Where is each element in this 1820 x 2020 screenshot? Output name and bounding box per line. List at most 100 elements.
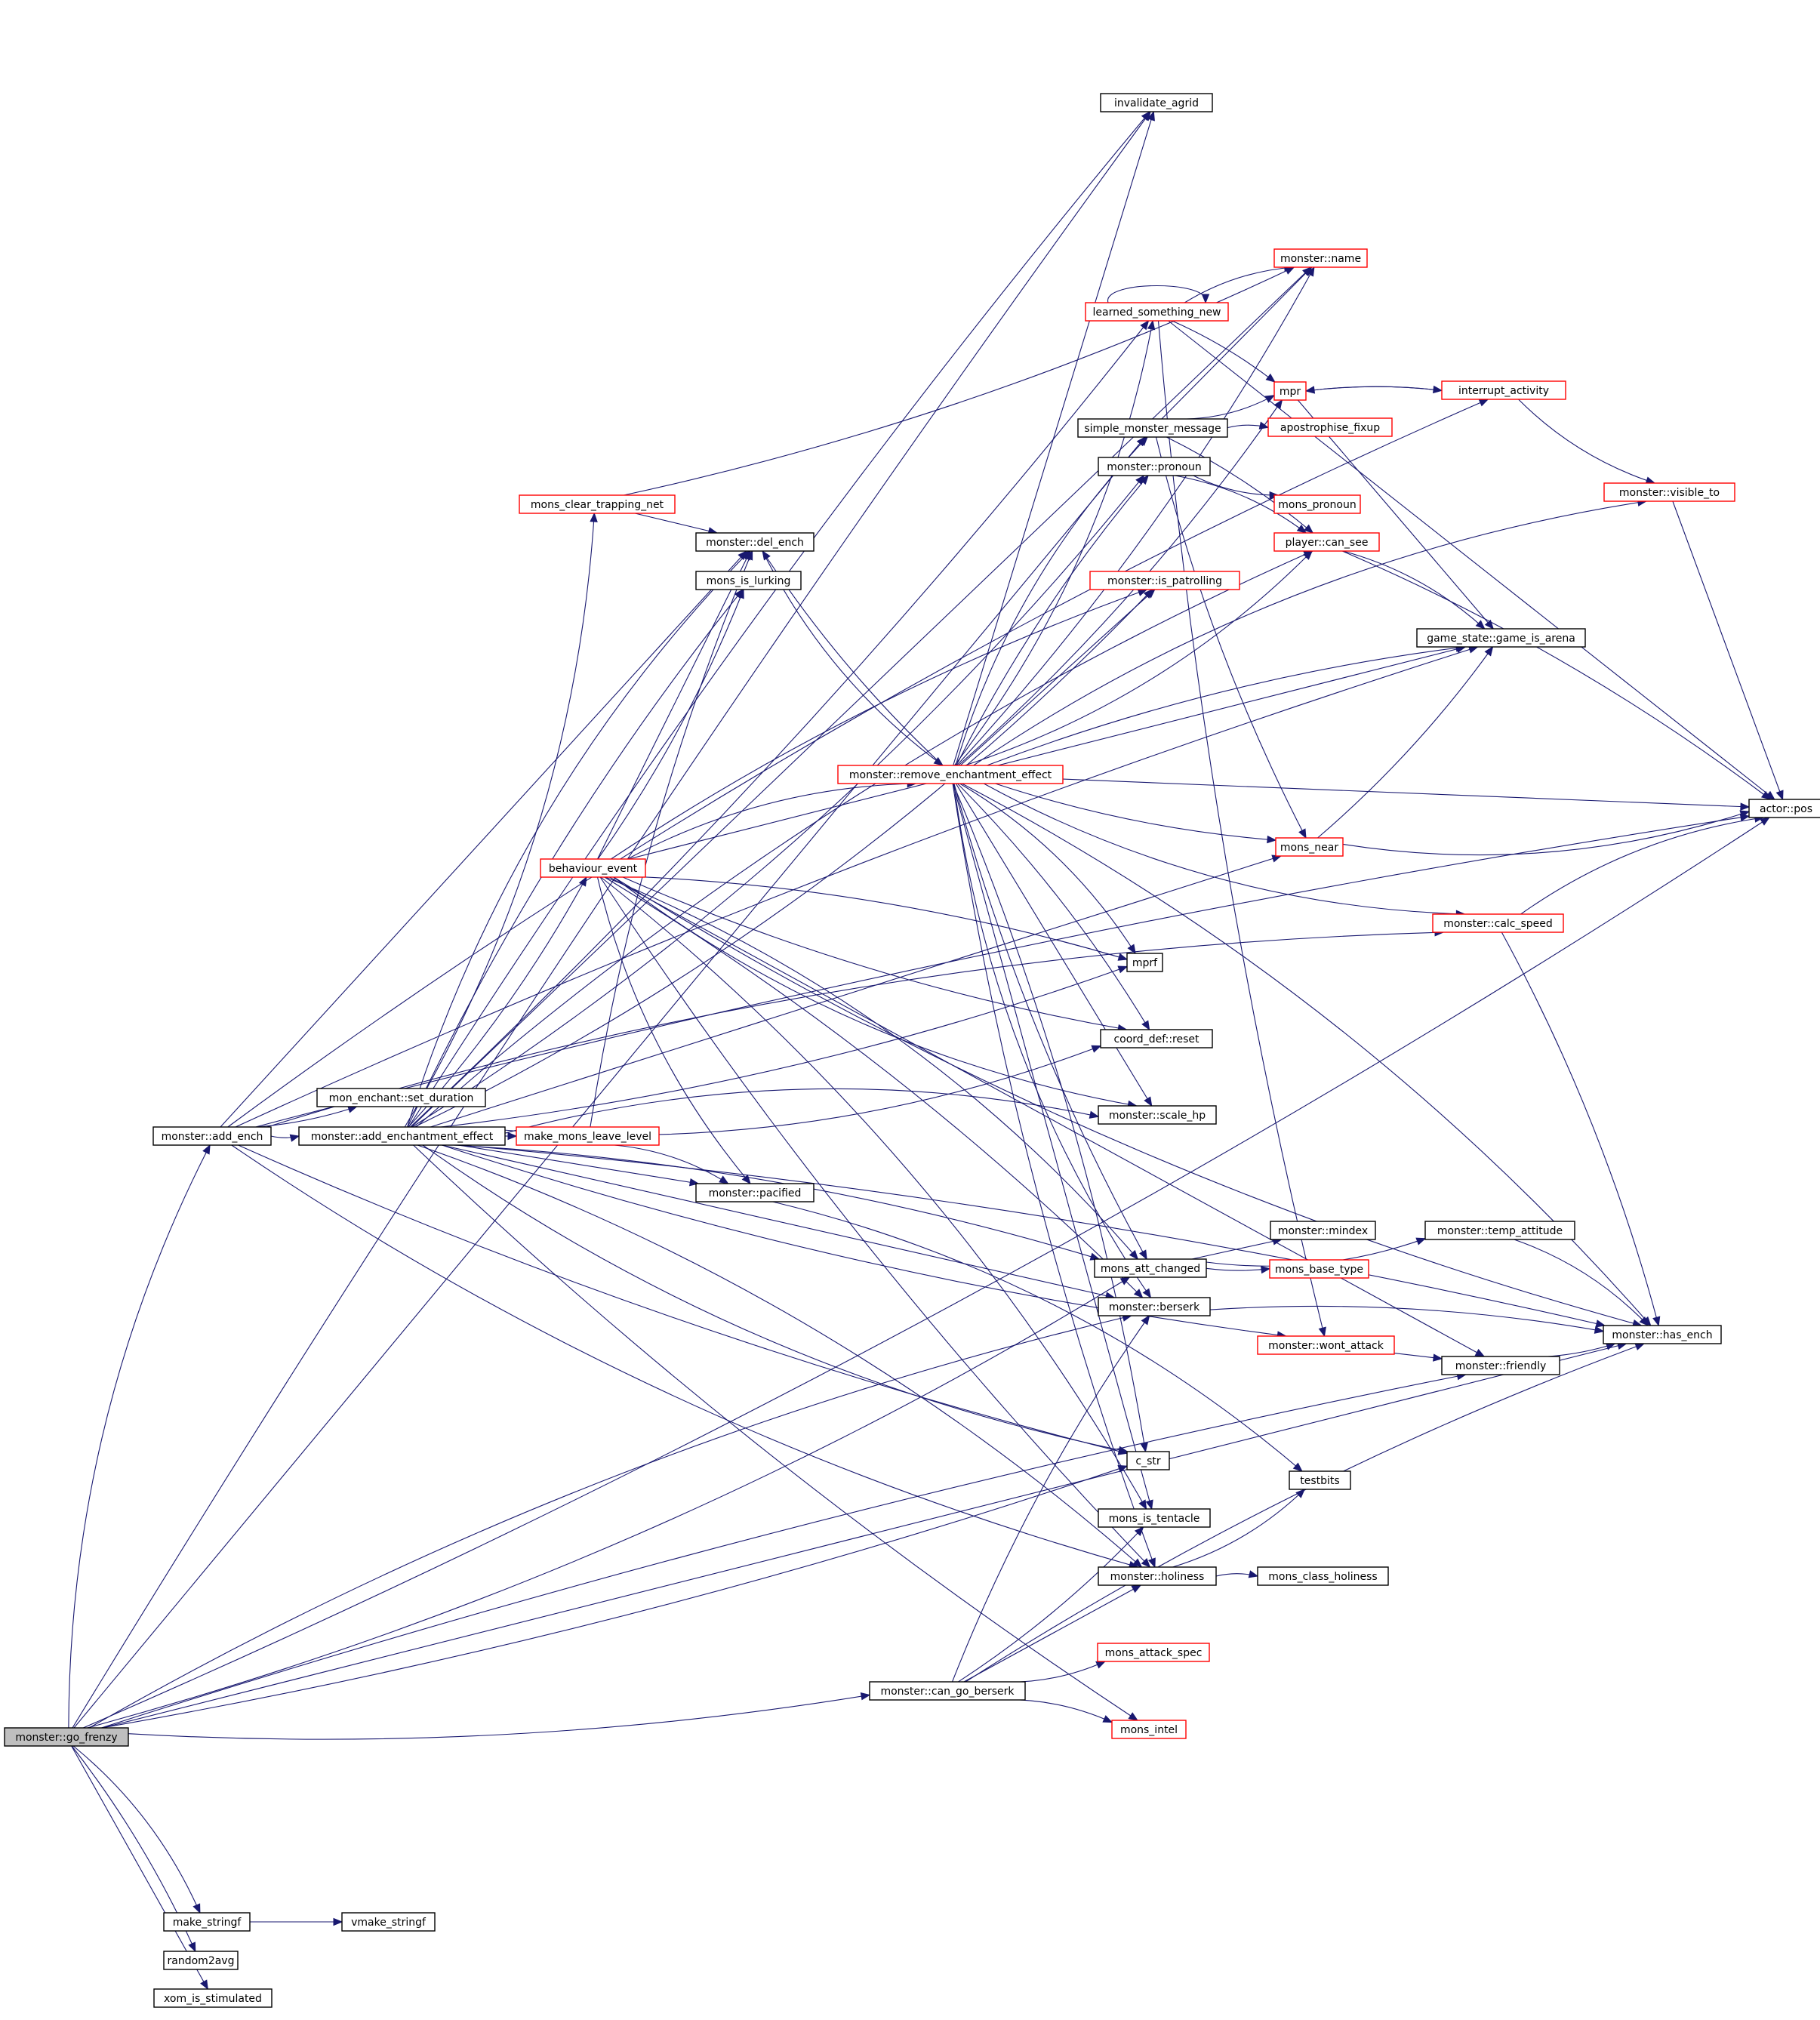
- node-mons-att-changed[interactable]: mons_att_changed: [1094, 1258, 1207, 1278]
- node-label: monster::pronoun: [1107, 461, 1202, 473]
- node-holiness[interactable]: monster::holiness: [1098, 1566, 1217, 1586]
- node-mprf[interactable]: mprf: [1126, 953, 1163, 972]
- call-edge-add_ench-to-c_str: [238, 1144, 1129, 1455]
- node-label: mons_class_holiness: [1268, 1571, 1377, 1583]
- call-edge-behaviour_event-to-pacified: [596, 876, 751, 1185]
- call-edge-add_enchantment_effect-to-invalidate_agrid: [408, 110, 1151, 1128]
- call-edge-learned_something_new-to-monster_name: [1184, 263, 1295, 303]
- node-monster-name[interactable]: monster::name: [1273, 248, 1368, 268]
- node-can-go-berserk[interactable]: monster::can_go_berserk: [869, 1681, 1026, 1701]
- node-mons-is-lurking[interactable]: mons_is_lurking: [695, 571, 802, 590]
- node-mons-pronoun[interactable]: mons_pronoun: [1273, 494, 1361, 514]
- call-edge-add_enchantment_effect-to-make_mons_leave_level: [505, 1132, 518, 1141]
- node-label: mons_pronoun: [1278, 499, 1356, 511]
- node-label: coord_def::reset: [1113, 1033, 1199, 1045]
- node-friendly[interactable]: monster::friendly: [1441, 1356, 1560, 1375]
- node-wont-attack[interactable]: monster::wont_attack: [1257, 1335, 1395, 1355]
- call-edge-add_enchantment_effect-to-mprf: [440, 965, 1129, 1128]
- call-edge-mpr-to-interrupt_activity: [1305, 385, 1443, 394]
- node-coord-reset[interactable]: coord_def::reset: [1100, 1029, 1213, 1048]
- node-game-is-arena[interactable]: game_state::game_is_arena: [1416, 628, 1586, 648]
- node-label: mpr: [1280, 386, 1301, 398]
- node-visible-to[interactable]: monster::visible_to: [1603, 482, 1735, 502]
- node-invalidate-agrid[interactable]: invalidate_agrid: [1100, 93, 1213, 112]
- call-edge-go_frenzy-to-friendly: [101, 1372, 1467, 1729]
- node-vmake-stringf[interactable]: vmake_stringf: [341, 1912, 436, 1932]
- node-actor-pos[interactable]: actor::pos: [1748, 799, 1820, 818]
- node-label: random2avg: [168, 1955, 235, 1967]
- call-edge-remove_enchantment_effect-to-mprf: [959, 783, 1136, 955]
- call-edge-holiness-to-mons_class_holiness: [1215, 1570, 1259, 1578]
- node-apostrophise-fixup[interactable]: apostrophise_fixup: [1267, 417, 1393, 437]
- node-simple-monster-message[interactable]: simple_monster_message: [1077, 418, 1228, 438]
- node-label: monster::visible_to: [1619, 487, 1720, 499]
- call-edge-can_go_berserk-to-berserk: [951, 1314, 1150, 1683]
- call-edge-add_ench-to-holiness: [231, 1144, 1139, 1569]
- call-edge-add_ench-to-actor_pos: [255, 813, 1751, 1128]
- call-edge-remove_enchantment_effect-to-invalidate_agrid: [953, 110, 1155, 766]
- call-edge-add_enchantment_effect-to-mons_near: [430, 854, 1283, 1128]
- node-testbits[interactable]: testbits: [1289, 1470, 1351, 1490]
- call-edge-add_enchantment_effect-to-scale_hp: [504, 1088, 1100, 1134]
- node-label: monster::has_ench: [1612, 1329, 1712, 1341]
- call-edge-behaviour_event-to-mprf: [645, 876, 1129, 961]
- call-edge-add_enchantment_effect-to-is_patrolling: [414, 589, 1153, 1128]
- call-edge-add_enchantment_effect-to-learned_something_new: [410, 319, 1150, 1128]
- node-label: monster::pacified: [709, 1187, 802, 1199]
- call-edge-wont_attack-to-friendly: [1393, 1353, 1443, 1362]
- node-has-ench[interactable]: monster::has_ench: [1603, 1325, 1722, 1344]
- call-edge-interrupt_activity-to-mpr: [1304, 386, 1443, 394]
- call-edge-behaviour_event-to-del_ench: [597, 550, 751, 860]
- call-edge-remove_enchantment_effect-to-mons_near: [995, 783, 1277, 844]
- node-mons-class-holiness[interactable]: mons_class_holiness: [1257, 1566, 1389, 1586]
- node-add-ench[interactable]: monster::add_ench: [152, 1126, 272, 1146]
- call-edge-learned_something_new-to-mpr: [1172, 320, 1276, 383]
- node-mons-is-tentacle[interactable]: mons_is_tentacle: [1098, 1508, 1211, 1528]
- node-c-str[interactable]: c_str: [1126, 1451, 1170, 1470]
- node-calc-speed[interactable]: monster::calc_speed: [1432, 913, 1564, 933]
- call-edge-simple_monster_message-to-mons_near: [1155, 436, 1307, 839]
- call-edge-remove_enchantment_effect-to-c_str: [952, 783, 1148, 1453]
- node-player-can-see[interactable]: player::can_see: [1273, 532, 1380, 552]
- node-mindex[interactable]: monster::mindex: [1270, 1221, 1376, 1240]
- node-mpr[interactable]: mpr: [1273, 381, 1307, 401]
- node-mons-near[interactable]: mons_near: [1275, 837, 1344, 857]
- function-nodes: monster::go_frenzy monster::add_ench mon_e…: [4, 93, 1820, 2008]
- call-edge-player_can_see-to-actor_pos: [1341, 550, 1772, 800]
- call-edge-can_go_berserk-to-mons_attack_spec: [996, 1661, 1107, 1683]
- node-is-patrolling[interactable]: monster::is_patrolling: [1089, 571, 1240, 590]
- node-xom-is-stimulated[interactable]: xom_is_stimulated: [153, 1988, 273, 2008]
- node-del-ench[interactable]: monster::del_ench: [695, 532, 815, 552]
- call-edge-remove_enchantment_effect-to-is_patrolling: [959, 589, 1156, 766]
- node-pronoun[interactable]: monster::pronoun: [1098, 457, 1211, 476]
- call-edge-behaviour_event-to-is_patrolling: [611, 588, 1148, 860]
- node-add-enchantment-effect[interactable]: monster::add_enchantment_effect: [298, 1126, 506, 1146]
- call-edge-remove_enchantment_effect-to-simple_monster_message: [955, 436, 1148, 766]
- node-make-mons-leave-level[interactable]: make_mons_leave_level: [516, 1126, 660, 1146]
- node-scale-hp[interactable]: monster::scale_hp: [1098, 1105, 1217, 1125]
- node-mons-base-type[interactable]: mons_base_type: [1269, 1259, 1369, 1279]
- node-berserk[interactable]: monster::berserk: [1098, 1297, 1211, 1316]
- call-edge-add_ench-to-game_is_arena: [235, 645, 1479, 1128]
- node-label: monster::wont_attack: [1268, 1340, 1384, 1352]
- call-edge-can_go_berserk-to-holiness: [963, 1584, 1142, 1683]
- node-label: apostrophise_fixup: [1280, 422, 1380, 434]
- node-behaviour-event[interactable]: behaviour_event: [540, 858, 646, 878]
- node-interrupt-activity[interactable]: interrupt_activity: [1441, 380, 1566, 400]
- node-set-duration[interactable]: mon_enchant::set_duration: [316, 1088, 486, 1107]
- node-label: monster::go_frenzy: [15, 1732, 117, 1744]
- node-make-stringf[interactable]: make_stringf: [163, 1912, 251, 1932]
- call-edge-add_enchantment_effect-to-mons_att_changed: [453, 1144, 1101, 1261]
- node-mons-attack-spec[interactable]: mons_attack_spec: [1097, 1643, 1210, 1662]
- node-mons-intel[interactable]: mons_intel: [1111, 1720, 1187, 1739]
- call-edge-remove_enchantment_effect-to-holiness: [952, 783, 1156, 1569]
- node-learned-something-new[interactable]: learned_something_new: [1085, 302, 1229, 322]
- node-random2avg[interactable]: random2avg: [163, 1951, 239, 1970]
- node-mons-clear-trapping-net[interactable]: mons_clear_trapping_net: [519, 494, 676, 514]
- call-edge-add_enchantment_effect-to-mons_intel: [413, 1144, 1139, 1721]
- node-remove-enchantment-effect[interactable]: monster::remove_enchantment_effect: [837, 765, 1064, 784]
- call-edge-behaviour_event-to-berserk: [604, 876, 1144, 1298]
- node-pacified[interactable]: monster::pacified: [695, 1183, 815, 1202]
- node-temp-attitude[interactable]: monster::temp_attitude: [1424, 1221, 1575, 1240]
